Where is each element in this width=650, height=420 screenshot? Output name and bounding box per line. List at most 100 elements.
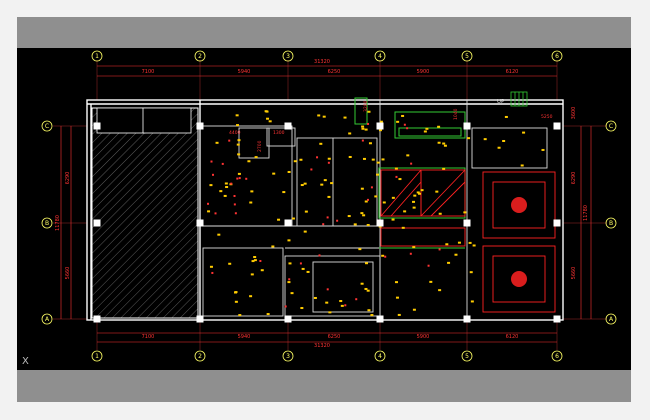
light-fixture [301,267,305,270]
light-fixture [250,273,254,276]
light-fixture [445,243,449,246]
light-fixture [396,120,400,123]
light-fixture [429,280,433,283]
red-fixture [438,248,441,251]
light-fixture [347,215,351,218]
top-dim-5: 6120 [506,69,519,75]
light-fixture [254,156,258,159]
room-dim-b: 1300 [273,130,285,136]
red-fixture [409,252,412,255]
interior-partitions [199,100,548,320]
red-fixture [221,162,224,165]
red-fixture [299,262,302,265]
light-fixture [472,244,476,247]
column-square [553,315,561,323]
light-fixture [381,158,385,161]
light-fixture [470,300,474,303]
ceiling-lamp-symbols [511,197,527,287]
column-square [284,219,292,227]
light-fixture [423,130,427,133]
light-fixture [454,253,458,256]
light-fixture [504,115,508,118]
grid-label-row: A [609,316,614,323]
light-fixture [253,256,257,259]
light-fixture [467,137,471,140]
light-fixture [323,179,327,182]
grid-label-col: 2 [198,53,202,60]
bottom-dim-1: 7100 [142,334,155,340]
light-fixture [403,210,407,213]
light-fixtures [207,110,545,317]
red-fixture [327,161,330,164]
grid-label-col: 4 [378,353,382,360]
grid-bubble-col-4: 4 [374,50,386,62]
light-fixture [413,194,417,197]
light-fixture [237,153,241,156]
red-fixture [310,168,313,171]
light-fixture [319,142,323,145]
red-fixture [228,139,231,142]
column-square [196,219,204,227]
red-fixture [238,177,241,180]
stair-up-label: UP [497,99,505,105]
column-square [196,315,204,323]
light-fixture [420,189,424,192]
light-fixture [287,281,291,284]
light-fixture [238,314,242,317]
light-fixture [234,291,238,294]
light-fixture [304,210,308,213]
room-dim-c: 2700 [257,140,263,152]
grid-bubble-col-3: 3 [282,350,294,362]
light-fixture [223,194,227,197]
grid-label-col: 1 [95,53,99,60]
light-fixture [219,190,223,193]
light-fixture [378,225,382,228]
light-fixture [437,141,441,144]
grid-label-col: 5 [465,53,469,60]
grid-label-row: B [45,220,49,227]
grid-label-col: 6 [555,353,559,360]
light-fixture [236,143,240,146]
red-fixture [322,223,325,226]
hatched-room [91,107,199,319]
grid-bubble-row-A: A [41,313,53,325]
red-fixture [245,177,248,180]
top-dim-2: 5940 [238,69,251,75]
light-fixture [367,110,371,113]
light-fixture [306,270,310,273]
light-fixture [395,296,399,299]
light-fixture [303,182,307,185]
light-fixture [376,173,380,176]
grid-bubble-row-C: C [605,120,617,132]
grid-bubble-col-4: 4 [374,350,386,362]
light-fixture [249,295,253,298]
light-fixture [443,144,447,147]
light-fixture [360,187,364,190]
light-fixture [362,214,366,217]
red-fixture [395,175,398,178]
red-fixture [259,259,262,262]
light-fixture [348,132,352,135]
light-fixture [416,191,420,194]
light-fixture [327,157,331,160]
red-ceiling-panels [380,169,556,313]
red-fixture [361,139,364,142]
light-fixture [364,200,368,203]
left-dim-2: 5660 [65,267,71,280]
light-fixture [401,226,405,229]
red-fixture [212,173,215,176]
grid-bubble-col-1: 1 [91,50,103,62]
top-dim-4: 5900 [417,69,430,75]
dimension-labels: 31320 7100 5940 6250 5900 6120 7100 5940… [55,59,589,349]
right-dim-3: 5660 [571,267,577,280]
light-fixture [447,261,451,264]
grid-bubble-row-B: B [605,217,617,229]
red-fixture [427,264,430,267]
grid-label-col: 3 [286,353,290,360]
column-square [284,122,292,130]
light-fixture [343,116,347,119]
red-fixture [370,186,373,189]
grid-bubble-col-6: 6 [551,350,563,362]
light-fixture [360,212,364,215]
